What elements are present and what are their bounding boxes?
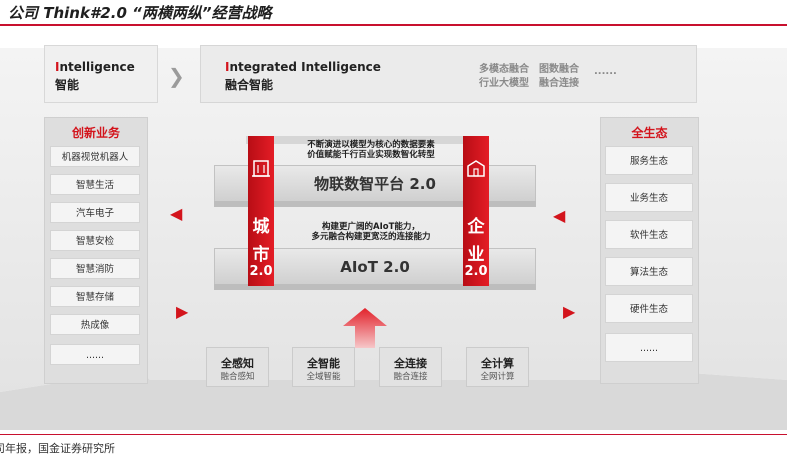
left-panel-item: 智慧消防: [50, 258, 140, 279]
innovation-business-panel: 创新业务 机器视觉机器人 智慧生活 汽车电子 智慧安检 智慧消防 智慧存储 热成…: [44, 117, 148, 384]
right-arrow-icon: ▶: [176, 302, 189, 321]
city-char-1: 城: [252, 217, 270, 237]
enterprise-version: 2.0: [464, 264, 488, 279]
enterprise-icon: [467, 160, 485, 177]
city-char-2: 市: [252, 245, 270, 265]
left-panel-item: 智慧安检: [50, 230, 140, 251]
integrated-tag: 融合连接: [539, 78, 579, 89]
right-panel-item: 算法生态: [605, 257, 693, 286]
platform-top-plate: [246, 136, 474, 144]
enterprise-char-2: 业: [467, 245, 485, 265]
intelligence-box: Intelligence 智能: [44, 45, 158, 103]
left-panel-item: 热成像: [50, 314, 140, 335]
integrated-tag: 行业大模型: [479, 78, 529, 89]
right-panel-item: 服务生态: [605, 146, 693, 175]
full-ecosystem-title: 全生态: [631, 126, 668, 140]
intelligence-en: Intelligence: [55, 60, 135, 74]
city-pillar: 城 市 2.0: [248, 136, 274, 286]
stage-background: [0, 48, 787, 430]
left-panel-item: 机器视觉机器人: [50, 146, 140, 167]
left-panel-item: 智慧存储: [50, 286, 140, 307]
iot-platform-label: 物联数智平台 2.0: [314, 175, 436, 193]
fold-arrow-icon: ❯: [168, 64, 185, 88]
foundation-box-perception: 全感知 融合感知: [206, 347, 269, 387]
foundation-box-computing: 全计算 全网计算: [466, 347, 529, 387]
city-version: 2.0: [249, 264, 273, 279]
left-panel-item: 汽车电子: [50, 202, 140, 223]
integrated-cn: 融合智能: [225, 78, 274, 92]
integrated-intelligence-box: Integrated Intelligence 融合智能 多模态融合 图数融合 …: [200, 45, 697, 103]
left-panel-item: 智慧生活: [50, 174, 140, 195]
intelligence-cn: 智能: [55, 78, 80, 92]
foundation-box-connection: 全连接 融合连接: [379, 347, 442, 387]
integrated-tag: 多模态融合: [479, 64, 529, 75]
innovation-business-title: 创新业务: [71, 126, 120, 140]
right-panel-item: 硬件生态: [605, 294, 693, 323]
left-panel-item: ......: [50, 344, 140, 365]
right-panel-item: 业务生态: [605, 183, 693, 212]
page-title: 公司 Think#2.0 “两横两纵”经营战略: [8, 4, 272, 22]
aiot-edge: [214, 284, 536, 290]
footer-divider: [0, 434, 787, 435]
right-panel-item: ......: [605, 333, 693, 362]
integrated-tag: 图数融合: [539, 64, 579, 75]
left-arrow-icon: ◀: [170, 204, 183, 223]
source-note: 司年报，国金证券研究所: [0, 442, 115, 455]
up-arrow-icon: [343, 308, 387, 348]
integrated-en: Integrated Intelligence: [225, 60, 381, 74]
right-arrow-icon: ▶: [563, 302, 576, 321]
full-ecosystem-panel: 全生态 服务生态 业务生态 软件生态 算法生态 硬件生态 ......: [600, 117, 699, 384]
title-divider: [0, 24, 787, 26]
left-arrow-icon: ◀: [553, 206, 566, 225]
aiot-label: AIoT 2.0: [340, 258, 410, 276]
aiot-desc: 构建更广阔的AIoT能力， 多元融合构建更宽泛的连接能力: [311, 222, 431, 242]
foundation-box-intelligence: 全智能 全域智能: [292, 347, 355, 387]
enterprise-pillar: 企 业 2.0: [463, 136, 489, 286]
iot-platform-desc: 不断演进以模型为核心的数据要素 价值赋能千行百业实现数智化转型: [307, 140, 435, 160]
integrated-tag: ......: [594, 66, 617, 77]
building-icon: [252, 160, 270, 177]
right-panel-item: 软件生态: [605, 220, 693, 249]
enterprise-char-1: 企: [467, 217, 485, 237]
iot-platform-edge: [214, 201, 536, 207]
